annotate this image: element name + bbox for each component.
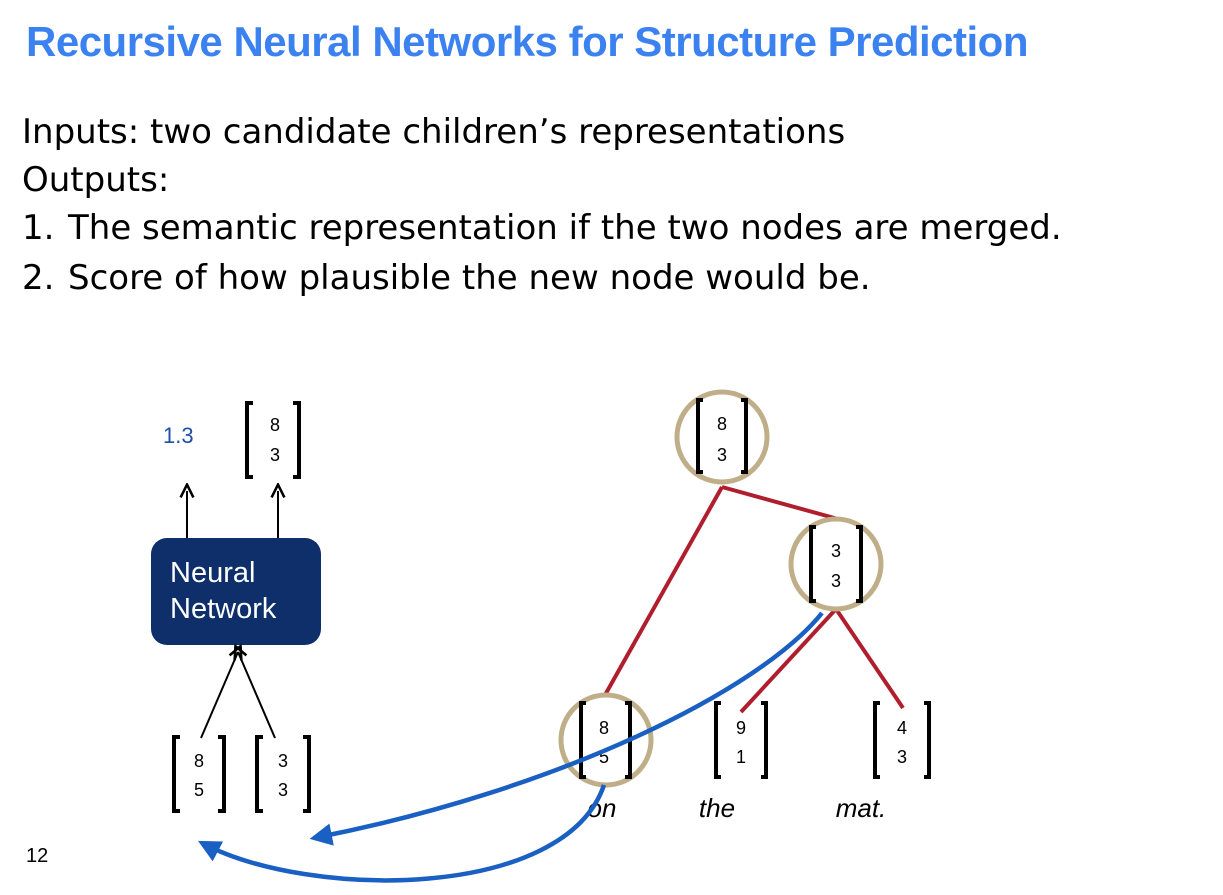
vector-value: 3 bbox=[278, 751, 288, 771]
input-arrow-left bbox=[200, 652, 238, 739]
box-label-line1: Neural bbox=[170, 557, 255, 589]
input-vector-right: 3 3 bbox=[255, 735, 311, 813]
vector-value: 3 bbox=[717, 445, 727, 465]
vector-value: 3 bbox=[831, 541, 841, 561]
output-item-1: 1. The semantic representation if the two… bbox=[22, 208, 1062, 248]
mid-node: 3 3 bbox=[788, 516, 884, 612]
vector-value: 5 bbox=[194, 780, 204, 800]
item-text: The semantic representation if the two n… bbox=[68, 208, 1062, 248]
root-node: 8 3 bbox=[674, 389, 770, 485]
outputs-line: Outputs: bbox=[22, 160, 170, 200]
vector-value: 3 bbox=[897, 747, 907, 767]
page-number: 12 bbox=[26, 845, 49, 867]
neural-network-panel: 1.3 8 3 Neural Network 8 5 3 3 bbox=[151, 401, 321, 813]
vector-value: 3 bbox=[831, 571, 841, 591]
word-the: the bbox=[699, 793, 735, 823]
word-mat: mat. bbox=[836, 793, 887, 823]
item-number: 2. bbox=[22, 258, 55, 298]
tree-edge bbox=[603, 486, 724, 696]
mapping-arrow-right-child bbox=[309, 611, 824, 846]
output-vector: 8 3 bbox=[245, 401, 301, 479]
box-label-line2: Network bbox=[170, 593, 277, 625]
vector-value: 8 bbox=[599, 718, 609, 738]
leaf-node-mat: 4 3 bbox=[873, 701, 931, 779]
score-value: 1.3 bbox=[163, 423, 194, 448]
vector-value: 8 bbox=[194, 751, 204, 771]
input-arrow-right bbox=[238, 652, 276, 739]
input-vector-left: 8 5 bbox=[172, 735, 226, 813]
vector-value: 9 bbox=[736, 718, 746, 738]
output-item-2: 2. Score of how plausible the new node wo… bbox=[22, 258, 871, 298]
slide-title: Recursive Neural Networks for Structure … bbox=[26, 18, 1028, 65]
vector-value: 5 bbox=[599, 747, 609, 767]
vector-value: 8 bbox=[270, 415, 280, 435]
neural-network-box: Neural Network bbox=[151, 538, 321, 645]
parse-tree: 8 3 3 3 8 5 9 1 4 3 on bbox=[558, 389, 931, 823]
tree-edge bbox=[721, 485, 839, 521]
mapping-arrow-left-child bbox=[198, 784, 607, 883]
tree-edge bbox=[834, 607, 905, 710]
vector-value: 1 bbox=[736, 747, 746, 767]
vector-value: 3 bbox=[270, 445, 280, 465]
item-text: Score of how plausible the new node woul… bbox=[68, 258, 871, 298]
tree-edge bbox=[739, 607, 838, 714]
leaf-node-the: 9 1 bbox=[714, 701, 768, 779]
item-number: 1. bbox=[22, 208, 55, 248]
leaf-node-on: 8 5 bbox=[558, 692, 654, 788]
vector-value: 4 bbox=[897, 718, 907, 738]
vector-value: 3 bbox=[278, 780, 288, 800]
vector-value: 8 bbox=[717, 414, 727, 434]
inputs-line: Inputs: two candidate children’s represe… bbox=[22, 112, 846, 152]
